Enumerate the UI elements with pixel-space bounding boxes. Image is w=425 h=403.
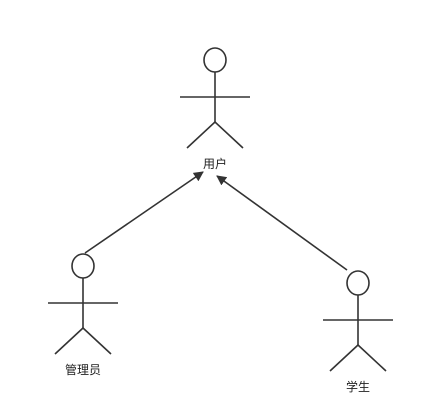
actor-user[interactable]: 用户 — [180, 47, 250, 171]
actor-admin-figure-icon — [48, 253, 118, 355]
generalization-arrow-admin-to-user[interactable] — [84, 171, 204, 254]
generalization-arrow-student-to-user[interactable] — [216, 175, 348, 271]
actor-user-label: 用户 — [203, 156, 227, 171]
actor-student-figure-icon — [323, 270, 393, 372]
actor-admin-label: 管理员 — [65, 362, 101, 377]
actor-student[interactable]: 学生 — [323, 270, 393, 394]
actor-student-label: 学生 — [346, 379, 370, 394]
actor-admin[interactable]: 管理员 — [48, 253, 118, 377]
actor-user-figure-icon — [180, 47, 250, 149]
